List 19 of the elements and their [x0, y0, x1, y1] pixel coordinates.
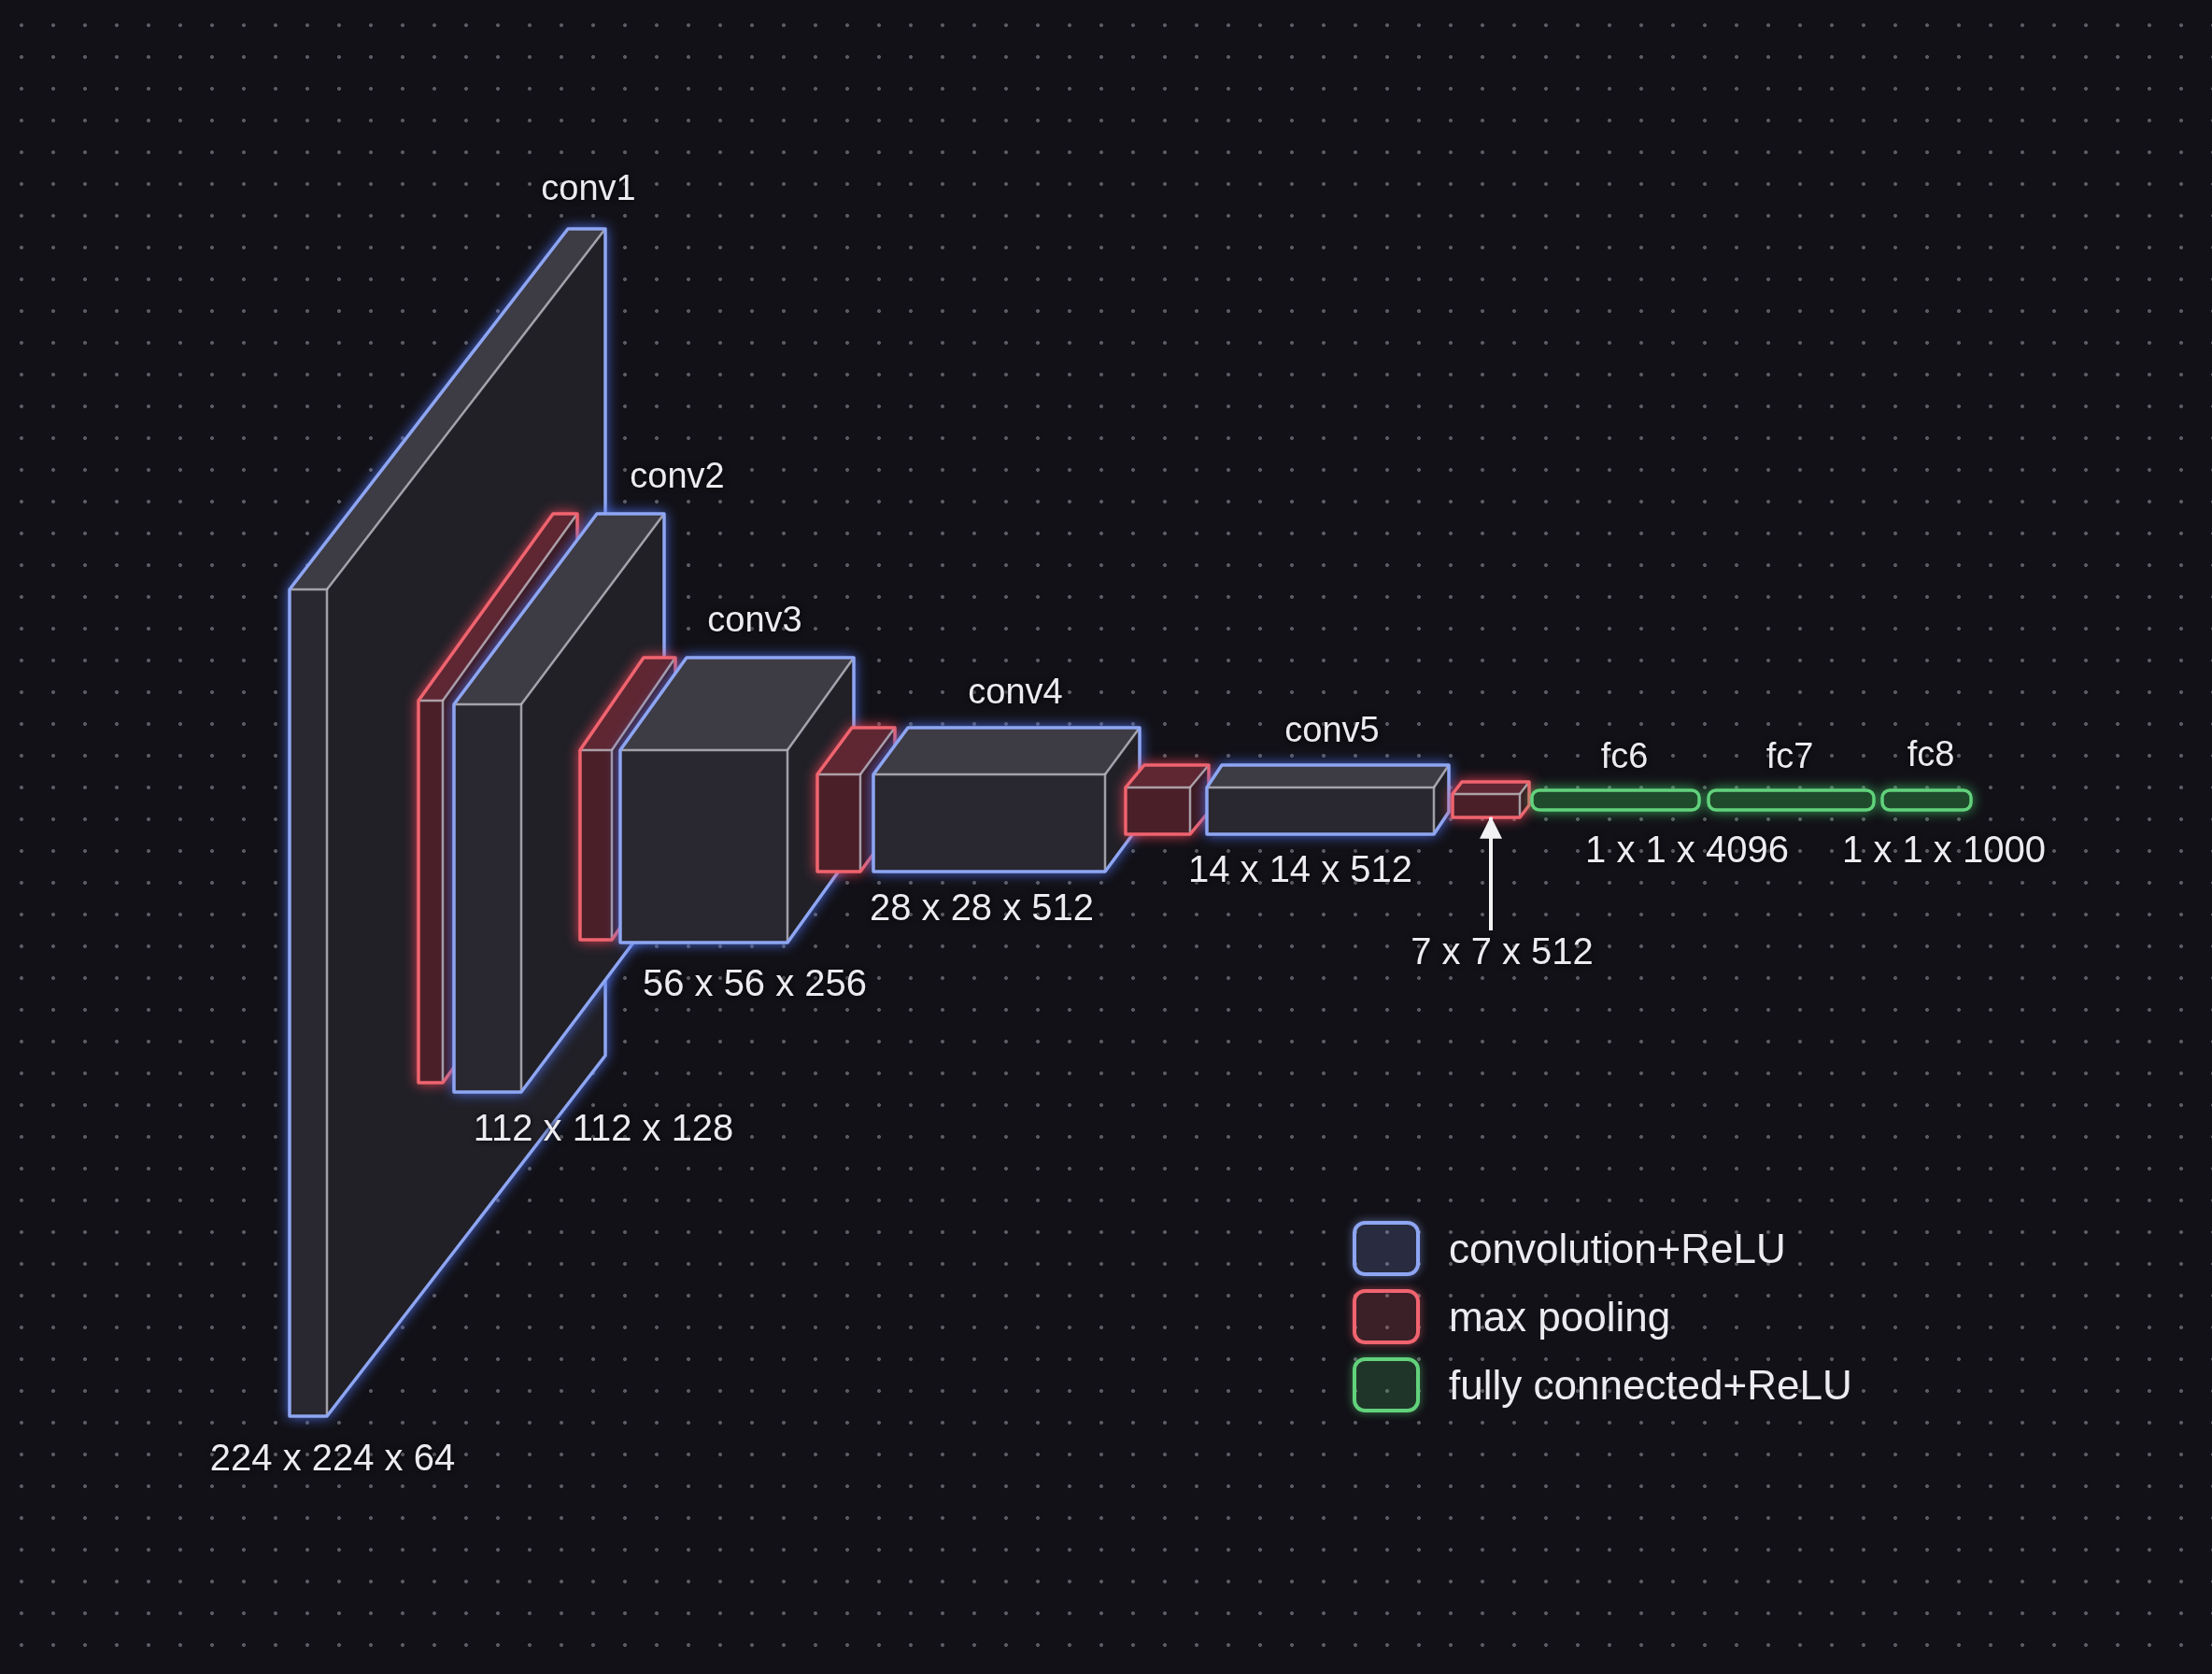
layer-label: fc6	[1600, 737, 1649, 776]
dimension-label: 14 x 14 x 512	[1187, 848, 1413, 889]
leader-arrow	[1480, 816, 1502, 930]
layer-label: conv2	[630, 457, 725, 496]
dimension-label: 1 x 1 x 4096	[1585, 829, 1789, 870]
legend-label: convolution+ReLU	[1449, 1226, 1786, 1271]
dimension-label: 7 x 7 x 512	[1411, 930, 1594, 972]
dimension-label: 1 x 1 x 1000	[1842, 829, 2046, 870]
legend-label: max pooling	[1449, 1294, 1671, 1340]
layer-label: conv3	[707, 601, 802, 640]
layer-label: conv5	[1284, 711, 1380, 750]
layer-label: conv4	[968, 673, 1063, 712]
dimension-label: 224 x 224 x 64	[209, 1437, 456, 1478]
layer-label: fc7	[1765, 737, 1814, 776]
layer-label: fc8	[1907, 735, 1955, 774]
dimension-label: 28 x 28 x 512	[869, 887, 1095, 928]
legend-label: fully connected+ReLU	[1449, 1362, 1852, 1408]
dimension-label: 56 x 56 x 256	[642, 962, 868, 1003]
layer-label: conv1	[541, 169, 636, 208]
